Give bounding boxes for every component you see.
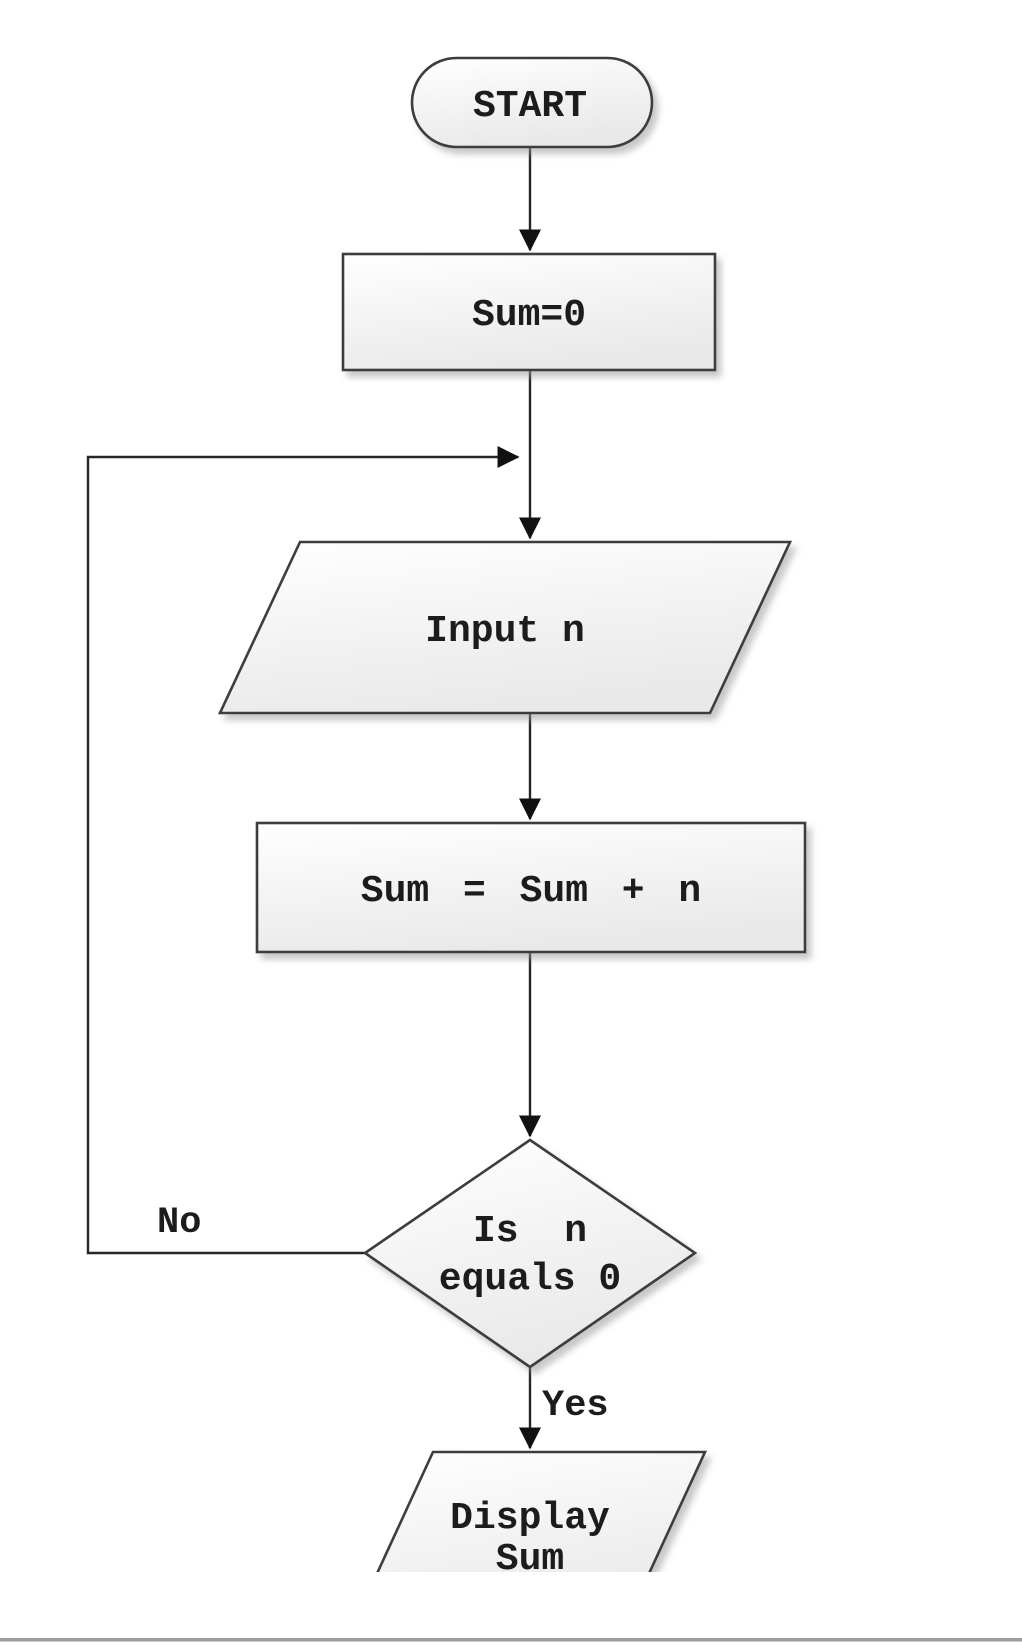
start-terminator-shape — [410, 56, 654, 149]
decision-diamond-shape — [362, 1138, 698, 1369]
output-label-line2: Sum — [496, 1538, 564, 1581]
bottom-divider — [0, 1638, 1022, 1642]
init-label: Sum=0 — [472, 294, 586, 337]
accumulate-label: Sum = Sum + n — [361, 870, 701, 913]
accumulate-process-shape — [255, 821, 807, 954]
init-node: Sum=0 — [341, 252, 717, 372]
decision-node: Is n equals 0 — [362, 1138, 698, 1369]
decision-label-line1: Is n — [473, 1210, 587, 1253]
start-node: START — [410, 56, 654, 149]
accumulate-node: Sum = Sum + n — [255, 821, 807, 954]
no-branch-label: No — [157, 1202, 201, 1244]
input-parallelogram-shape — [217, 540, 793, 715]
decision-label-line2: equals 0 — [439, 1258, 621, 1301]
init-process-shape — [341, 252, 717, 372]
output-label-line1: Display — [450, 1497, 610, 1540]
yes-branch-label: Yes — [542, 1385, 609, 1427]
input-label: Input n — [425, 610, 585, 653]
input-node: Input n — [217, 540, 793, 715]
output-parallelogram-shape — [376, 1450, 708, 1572]
output-node: Display Sum — [376, 1450, 708, 1581]
start-label: START — [473, 85, 587, 128]
edge-decision-no-loop — [86, 446, 520, 1255]
